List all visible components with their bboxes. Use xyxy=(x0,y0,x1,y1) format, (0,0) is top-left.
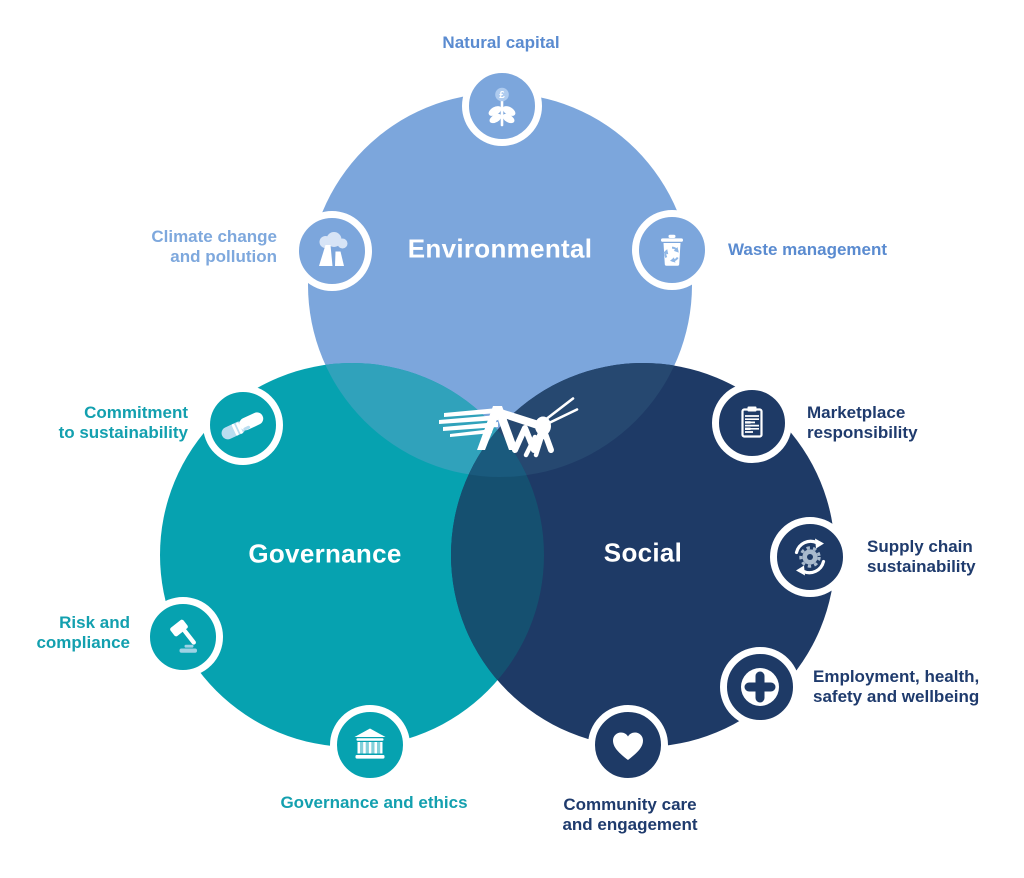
medical-cross-icon xyxy=(741,668,779,706)
gavel-icon xyxy=(170,619,197,653)
waste-management-badge xyxy=(632,210,712,290)
bank-icon xyxy=(354,728,386,759)
handshake-icon xyxy=(221,412,264,440)
community-care-badge xyxy=(588,705,668,785)
label-climate-change-pollution: Climate change and pollution xyxy=(151,227,277,266)
grasshopper-logo xyxy=(439,397,579,458)
employment-badge xyxy=(720,647,800,727)
report-icon xyxy=(741,406,763,438)
label-marketplace-responsibility: Marketplace responsibility xyxy=(807,403,918,442)
plant-coin-icon: £ xyxy=(488,87,516,127)
label-risk-and-compliance: Risk and compliance xyxy=(36,613,130,652)
label-waste-management: Waste management xyxy=(728,240,888,259)
marketplace-badge xyxy=(712,383,792,463)
label-governance-and-ethics: Governance and ethics xyxy=(280,793,468,812)
commitment-badge xyxy=(203,385,283,465)
governance-ethics-badge xyxy=(330,705,410,785)
natural-capital-badge: £ xyxy=(462,66,542,146)
factory-icon xyxy=(319,232,348,266)
label-supply-chain-sustainability: Supply chain sustainability xyxy=(867,537,976,576)
governance-title: Governance xyxy=(248,538,402,569)
label-community-care-engagement: Community care and engagement xyxy=(562,795,698,834)
env-gov-overlap xyxy=(308,363,544,477)
env-soc-overlap xyxy=(451,363,692,477)
social-title: Social xyxy=(603,537,683,568)
environmental-title: Environmental xyxy=(407,233,593,264)
supply-chain-badge xyxy=(770,517,850,597)
label-commitment-to-sustainability: Commitment to sustainability xyxy=(58,403,188,442)
label-employment-health-safety-wellbeing: Employment, health, safety and wellbeing xyxy=(813,667,980,706)
recycle-bin-icon xyxy=(661,234,683,266)
climate-change-badge xyxy=(292,211,372,291)
risk-compliance-badge xyxy=(143,597,223,677)
heart-icon xyxy=(613,732,643,760)
label-natural-capital: Natural capital xyxy=(442,33,560,52)
svg-text:£: £ xyxy=(499,90,505,101)
gear-cycle-icon xyxy=(794,538,826,576)
